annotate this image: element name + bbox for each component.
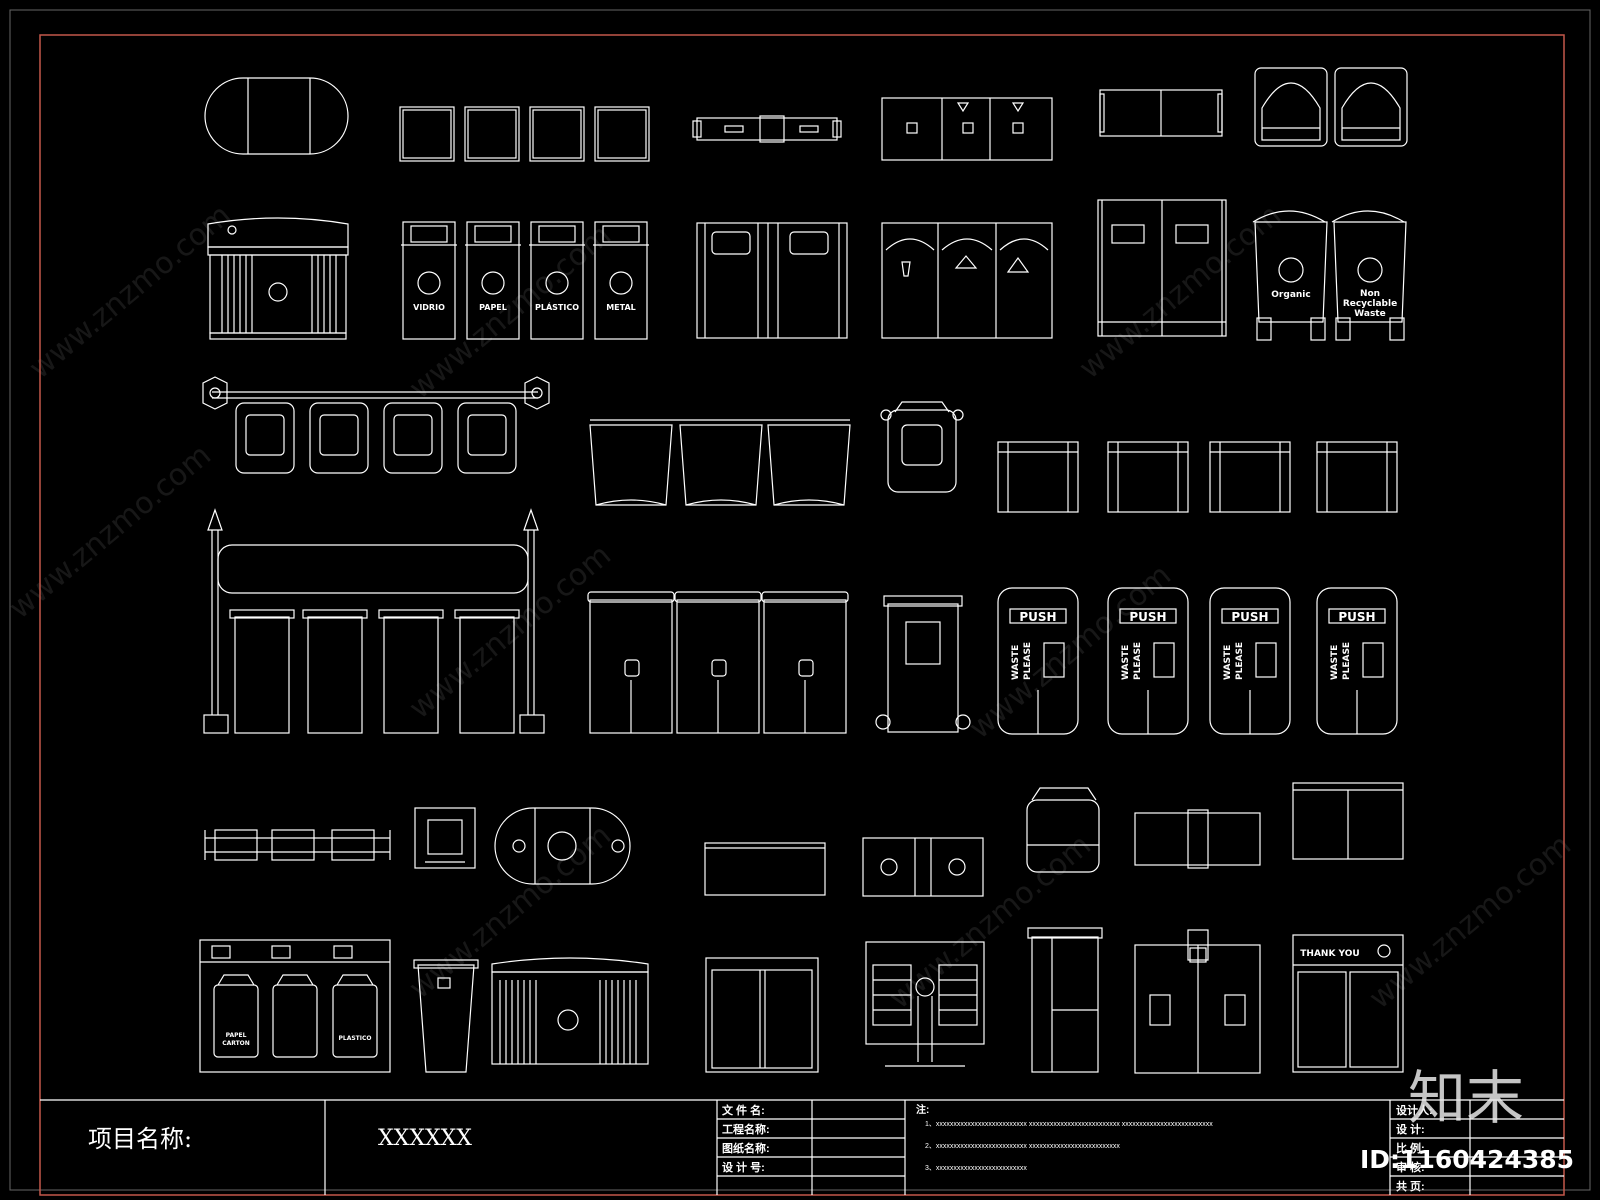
please-label: PLEASE — [1235, 642, 1245, 680]
plastico-label: PLASTICO — [338, 1035, 371, 1042]
oval-bin-top-view — [494, 807, 631, 885]
bin-label: METAL — [606, 303, 636, 312]
field-drawing-name: 图纸名称: — [722, 1141, 770, 1155]
twin-box-top-view — [1099, 89, 1223, 137]
title-block-text: 项目名称: XXXXXX 文 件 名: 工程名称: 图纸名称: 设 计 号: 注… — [88, 1103, 1433, 1193]
lamp-post-bin-station — [203, 508, 545, 734]
double-steel-bin — [696, 222, 848, 339]
papel-label: PAPEL — [226, 1032, 247, 1039]
project-name-value: XXXXXX — [378, 1126, 472, 1151]
pedestal-bin — [865, 941, 985, 1067]
non-recyclable-label: Recyclable — [1343, 299, 1397, 309]
bag-bins — [589, 419, 851, 506]
thank-you-label: THANK YOU — [1300, 949, 1359, 959]
waste-label: WASTE — [1121, 645, 1131, 680]
push-bins — [997, 587, 1398, 735]
field-design-no: 设 计 号: — [722, 1160, 765, 1174]
please-label: PLEASE — [1133, 642, 1143, 680]
dome-bins-top-view — [1254, 67, 1408, 147]
bin-label: PLÁSTICO — [535, 301, 579, 312]
rail-mounted-bins — [202, 376, 550, 474]
note-line: 1、xxxxxxxxxxxxxxxxxxxxxxxxxx xxxxxxxxxxx… — [925, 1121, 1213, 1128]
double-locker-bin — [1134, 929, 1261, 1074]
bin-label: VIDRIO — [413, 303, 445, 312]
drawing-labels: VIDRIO PAPEL PLÁSTICO METAL Organic Non … — [222, 289, 1397, 1047]
tapered-bin — [413, 959, 479, 1073]
tall-column-bin — [1027, 927, 1103, 1073]
please-label: PLEASE — [1342, 642, 1352, 680]
triple-station-bin — [199, 939, 391, 1073]
waste-label: WASTE — [1011, 645, 1021, 680]
round-bin-top-view — [204, 77, 349, 155]
outer-border — [9, 9, 1591, 1191]
push-label: PUSH — [1019, 610, 1056, 624]
single-wheelie-bin — [875, 595, 971, 733]
slatted-triple-bin — [207, 217, 349, 340]
field-file-name: 文 件 名: — [722, 1103, 765, 1117]
non-recyclable-label: Waste — [1354, 309, 1385, 319]
triple-recycling-top-view — [881, 97, 1053, 161]
wheelie-bin-top — [1026, 787, 1100, 873]
field-project-name: 工程名称: — [722, 1122, 770, 1136]
organic-label: Organic — [1271, 290, 1310, 300]
project-name-label: 项目名称: — [88, 1125, 192, 1153]
four-recycling-bins — [401, 221, 649, 340]
double-box-top-view — [1134, 809, 1261, 869]
slatted-triple-bin-2 — [491, 957, 649, 1065]
brand-id: ID:1160424385 — [1360, 1145, 1574, 1174]
wheelie-bins-organic — [1252, 210, 1407, 341]
please-label: PLEASE — [1023, 642, 1033, 680]
drawing-frame — [39, 34, 1565, 1196]
field-scale: 比 例: — [1396, 1141, 1425, 1155]
brand-logo: 知末 — [1408, 1064, 1524, 1132]
square-bins-top-view — [399, 106, 650, 162]
cabinet-top-view — [1292, 782, 1404, 860]
notes-title: 注: — [916, 1103, 929, 1116]
triple-sort-bin — [881, 222, 1053, 339]
triple-wheelie-bins — [587, 591, 849, 734]
push-label: PUSH — [1338, 610, 1375, 624]
waste-label: WASTE — [1330, 645, 1340, 680]
ashtray-bin-top-view — [414, 807, 476, 869]
push-label: PUSH — [1231, 610, 1268, 624]
thank-you-bin — [1292, 934, 1404, 1073]
push-label: PUSH — [1129, 610, 1166, 624]
title-block — [40, 1099, 1564, 1195]
note-line: 3、xxxxxxxxxxxxxxxxxxxxxxxxxx — [925, 1165, 1027, 1172]
bin-label: PAPEL — [479, 303, 507, 312]
note-line: 2、xxxxxxxxxxxxxxxxxxxxxxxxxx xxxxxxxxxxx… — [925, 1143, 1120, 1150]
twin-cabinet-bin — [1097, 199, 1227, 337]
field-design: 设 计: — [1396, 1122, 1425, 1136]
field-review: 审 核: — [1396, 1160, 1425, 1174]
field-total-pages: 共 页: — [1396, 1179, 1425, 1193]
box-bins-row — [997, 441, 1398, 513]
carton-label: CARTON — [222, 1040, 250, 1047]
glass-cabinet-bin — [705, 957, 819, 1073]
double-round-top-view — [862, 837, 984, 897]
field-designer: 设计人: — [1396, 1103, 1433, 1117]
non-recyclable-label: Non — [1360, 289, 1380, 299]
rail-bins-top-view — [204, 829, 391, 861]
waste-label: WASTE — [1223, 645, 1233, 680]
wheelie-bin-front — [880, 401, 964, 493]
double-bin-top-view — [692, 115, 842, 143]
long-box-top-view — [704, 842, 826, 896]
